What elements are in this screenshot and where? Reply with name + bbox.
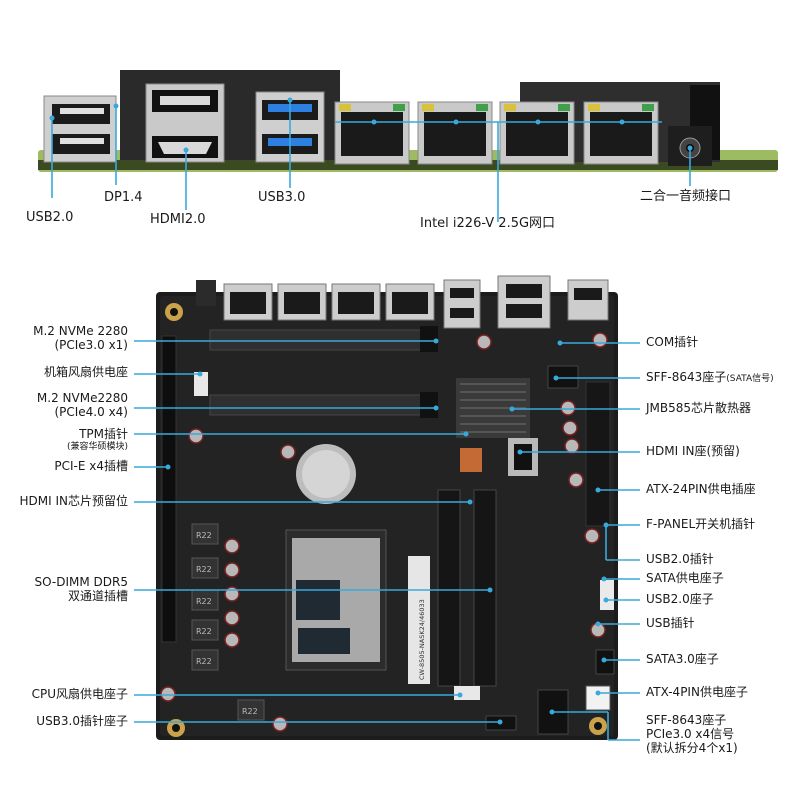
label-atx24: ATX-24PIN供电插座 [646,482,756,496]
inductor-label-1: R22 [196,531,212,540]
label-m2-2280-a-title: M.2 NVMe 2280 [33,324,128,338]
label-jmb585: JMB585芯片散热器 [646,401,752,415]
label-sff8643-pcie-title: SFF-8643座子 [646,713,727,727]
label-com: COM插针 [646,335,699,349]
board-silk: R22 R22 R22 R22 R22 R22 [196,531,258,716]
label-usb20-header: USB2.0插针 [646,552,714,566]
label-usb30: USB3.0 [258,190,306,205]
label-dp14: DP1.4 [104,190,143,205]
inductor-label-4: R22 [196,627,212,636]
label-hdmi-in-chip: HDMI IN芯片预留位 [19,494,129,508]
inductor-label-3: R22 [196,597,212,606]
label-case-fan: 机箱风扇供电座 [43,365,128,379]
label-hdmi20: HDMI2.0 [150,212,206,227]
label-pcie-x4: PCI-E x4插槽 [54,459,128,473]
label-usb20: USB2.0 [26,210,74,225]
board-pointer-lines [134,340,640,741]
top-pointer-dots [49,97,693,153]
motherboard-photo [156,275,618,740]
label-m2-2280-a: M.2 NVMe 2280 (PCIe3.0 x1) [33,324,128,353]
top-pointer-lines [51,100,691,222]
label-m2-2280-b-sub: (PCIe4.0 x4) [54,404,128,419]
label-atx4: ATX-4PIN供电座子 [646,685,748,699]
inductor-label-5: R22 [196,657,212,666]
label-sodimm: SO-DIMM DDR5 双通道插槽 [34,575,128,604]
sticker-id: CW-8505-NASK24/46033 [418,599,426,680]
label-usb-header: USB插针 [646,616,695,630]
label-lan: Intel i226-V 2.5G网口 [420,216,556,231]
usb20-port-stack [43,95,117,163]
label-sff8643-sata-sub: (SATA信号) [726,374,774,384]
inductor-label-2: R22 [196,565,212,574]
label-m2-2280-b-title: M.2 NVMe2280 [36,391,128,405]
inductor-label-6: R22 [242,707,258,716]
label-sff8643-pcie: SFF-8643座子 PCIe3.0 x4信号 (默认拆分4个x1) [646,713,738,755]
board-pointer-dots [165,338,609,725]
label-usb30-header: USB3.0插针座子 [36,714,128,728]
label-audio: 二合一音频接口 [640,189,732,204]
label-usb20-port: USB2.0座子 [646,592,714,606]
label-sff8643-sata: SFF-8643座子(SATA信号) [646,370,774,385]
label-sff8643-pcie-sub2: (默认拆分4个x1) [646,740,738,755]
label-hdmi-in: HDMI IN座(预留) [646,444,740,458]
label-tpm: TPM插针 (兼容华硕模块) [66,427,128,452]
label-sata30: SATA3.0座子 [646,652,719,666]
label-cpu-fan: CPU风扇供电座子 [31,687,128,701]
rj45-ports [334,101,659,165]
label-tpm-sub: (兼容华硕模块) [66,441,128,452]
label-sff8643-sata-title: SFF-8643座子 [646,370,727,384]
label-m2-2280-a-sub: (PCIe3.0 x1) [54,337,128,352]
label-sodimm-title: SO-DIMM DDR5 [34,575,128,589]
label-tpm-title: TPM插针 [79,427,128,441]
label-fpanel: F-PANEL开关机插针 [646,517,756,531]
label-sodimm-sub: 双通道插槽 [67,588,128,603]
label-sata-power: SATA供电座子 [646,571,724,585]
label-sff8643-pcie-sub: PCIe3.0 x4信号 [646,726,735,741]
dp-hdmi-stack [145,83,225,163]
io-panel-photo [38,70,778,172]
label-m2-2280-b: M.2 NVMe2280 (PCIe4.0 x4) [36,391,128,420]
